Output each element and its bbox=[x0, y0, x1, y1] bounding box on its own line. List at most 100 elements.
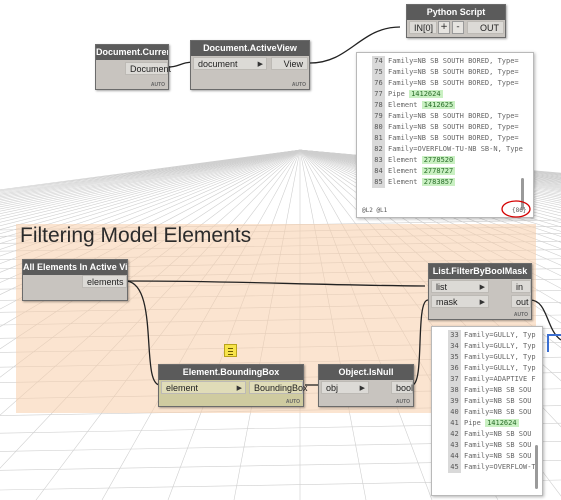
node-element-boundingbox[interactable]: Element.BoundingBox element ▶ BoundingBo… bbox=[158, 364, 308, 407]
row-index: 40 bbox=[448, 407, 461, 418]
row-index: 37 bbox=[448, 374, 461, 385]
input-port-in0[interactable]: IN[0] bbox=[409, 21, 437, 34]
output-port-document[interactable]: Document bbox=[125, 62, 171, 75]
input-port-document[interactable]: document ▶ bbox=[193, 57, 267, 70]
port-label: list bbox=[436, 282, 447, 292]
port-label: mask bbox=[436, 297, 458, 307]
row-text: Element bbox=[388, 101, 422, 109]
wire-bool-to-mask bbox=[411, 299, 429, 386]
preview-levels: @L2 @L1 bbox=[362, 207, 388, 214]
row-text: Family=GULLY, Typ bbox=[464, 342, 536, 350]
output-port-out[interactable]: OUT bbox=[467, 21, 504, 34]
row-text: Family=NB SB SOUTH BORED, Type= bbox=[388, 57, 519, 65]
row-text: Element bbox=[388, 167, 422, 175]
node-list-filterbyboolmask[interactable]: List.FilterByBoolMask list ▶ mask ▶ in o… bbox=[428, 263, 532, 320]
auto-label: AUTO bbox=[395, 399, 410, 405]
row-index: 83 bbox=[372, 155, 385, 166]
node-title: Python Script bbox=[407, 5, 505, 20]
node-title: Document.ActiveView bbox=[191, 41, 309, 56]
row-text: Family=NB SB SOU bbox=[464, 386, 532, 394]
add-input-button[interactable]: + bbox=[438, 21, 450, 34]
row-text: Family=NB SB SOUTH BORED, Type= bbox=[388, 112, 519, 120]
output-port-view[interactable]: View bbox=[271, 57, 308, 70]
row-text: Family=NB SB SOUTH BORED, Type= bbox=[388, 123, 519, 131]
output-port-in[interactable]: in bbox=[511, 280, 531, 293]
row-text: Family=OVERFLOW-TU-NB SB-N, Type bbox=[388, 145, 523, 153]
row-index: 78 bbox=[372, 100, 385, 111]
output-port-boundingbox[interactable]: BoundingBox bbox=[249, 381, 308, 394]
port-label: element bbox=[166, 383, 199, 393]
row-text: Family=NB SB SOU bbox=[464, 441, 532, 449]
note-icon[interactable] bbox=[224, 344, 237, 357]
row-index: 41 bbox=[448, 418, 461, 429]
row-index: 80 bbox=[372, 122, 385, 133]
port-label: obj bbox=[326, 383, 339, 393]
row-text: Family=ADAPTIVE F bbox=[464, 375, 536, 383]
input-port-obj[interactable]: obj ▶ bbox=[321, 381, 369, 394]
row-text: Family=NB SB SOUTH BORED, Type= bbox=[388, 79, 519, 87]
row-index: 35 bbox=[448, 352, 461, 363]
output-port-out[interactable]: out bbox=[511, 295, 531, 308]
row-text: Element bbox=[388, 156, 422, 164]
row-index: 79 bbox=[372, 111, 385, 122]
input-port-mask[interactable]: mask ▶ bbox=[431, 295, 489, 308]
element-id: 1412625 bbox=[421, 101, 456, 109]
node-all-elements-in-active-view[interactable]: All Elements In Active View elements bbox=[22, 259, 128, 301]
input-port-element[interactable]: element ▶ bbox=[161, 381, 246, 394]
element-id: 1412624 bbox=[485, 419, 519, 427]
row-index: 36 bbox=[448, 363, 461, 374]
remove-input-button[interactable]: - bbox=[452, 21, 464, 34]
input-port-list[interactable]: list ▶ bbox=[431, 280, 489, 293]
offscreen-element bbox=[547, 334, 561, 352]
node-title: Element.BoundingBox bbox=[159, 365, 303, 380]
row-index: 42 bbox=[448, 429, 461, 440]
row-index: 85 bbox=[372, 177, 385, 188]
element-id: 2778727 bbox=[421, 167, 456, 175]
row-index: 33 bbox=[448, 330, 461, 341]
auto-label: AUTO bbox=[285, 399, 300, 405]
preview-count: {86} bbox=[512, 207, 527, 214]
row-text: Family=GULLY, Typ bbox=[464, 353, 536, 361]
node-title: Object.IsNull bbox=[319, 365, 413, 380]
row-index: 84 bbox=[372, 166, 385, 177]
chevron-right-icon: ▶ bbox=[479, 284, 485, 291]
wire-elements-to-list bbox=[124, 280, 426, 287]
chevron-right-icon: ▶ bbox=[236, 385, 242, 392]
node-python-script[interactable]: Python Script IN[0] + - OUT bbox=[406, 4, 506, 38]
node-document-activeview[interactable]: Document.ActiveView document ▶ View AUTO bbox=[190, 40, 310, 90]
chevron-right-icon: ▶ bbox=[257, 61, 263, 68]
row-text: Element bbox=[388, 178, 422, 186]
row-text: Family=OVERFLOW-T bbox=[464, 463, 536, 471]
output-port-bool[interactable]: bool bbox=[391, 381, 413, 394]
node-object-isnull[interactable]: Object.IsNull obj ▶ bool AUTO bbox=[318, 364, 414, 407]
preview-scrollbar[interactable] bbox=[521, 178, 524, 210]
auto-label: AUTO bbox=[291, 82, 306, 88]
row-index: 77 bbox=[372, 89, 385, 100]
row-index: 39 bbox=[448, 396, 461, 407]
output-port-elements[interactable]: elements bbox=[82, 275, 127, 288]
preview-scrollbar[interactable] bbox=[535, 445, 538, 489]
node-document-current[interactable]: Document.Current Document AUTO bbox=[95, 44, 171, 90]
element-id: 2783857 bbox=[421, 178, 456, 186]
